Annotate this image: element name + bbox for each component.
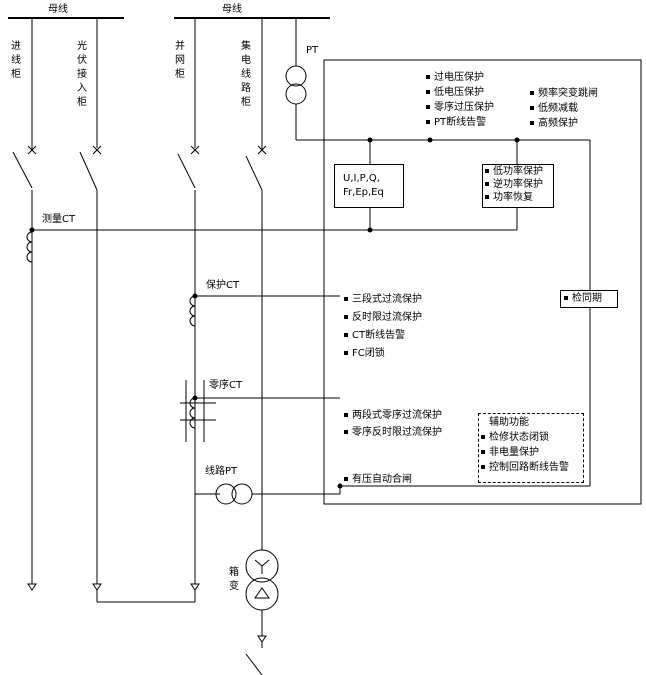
pv-feeder bbox=[79, 18, 102, 602]
busbar-label-left: 母线 bbox=[48, 4, 68, 15]
measurement-line-1: U,I,P,Q, bbox=[343, 173, 380, 184]
voltage-protection-item: 过电压保护 bbox=[426, 72, 494, 84]
collector-cabinet-label: 集电线路柜 bbox=[241, 41, 251, 108]
auxiliary-functions-box: 辅助功能 检修状态闭锁 非电量保护 控制回路断线告警 bbox=[478, 413, 584, 483]
auxiliary-item: 检修状态闭锁 bbox=[481, 432, 569, 444]
frequency-protection-list: 频率突变跳闸 低频减载 高频保护 bbox=[530, 88, 598, 133]
power-protection-list: 低功率保护 逆功率保护 功率恢复 bbox=[485, 166, 543, 205]
grid-cabinet-label: 并网柜 bbox=[175, 41, 185, 80]
protection-device-frame bbox=[323, 59, 642, 505]
incoming-feeder bbox=[12, 18, 37, 591]
zero-ct-symbol bbox=[180, 380, 216, 442]
incoming-cabinet-label: 进线柜 bbox=[11, 41, 21, 80]
zero-sequence-protection-item: 零序反时限过流保护 bbox=[344, 427, 442, 439]
zero-ct-label: 零序CT bbox=[209, 380, 243, 391]
grid-feeder bbox=[97, 18, 200, 603]
current-protection-list: 三段式过流保护 反时限过流保护 CT断线告警 FC闭锁 bbox=[344, 294, 422, 366]
auxiliary-title: 辅助功能 bbox=[489, 417, 529, 428]
line-pt-label: 线路PT bbox=[205, 466, 238, 477]
sync-check-box: 检同期 bbox=[560, 290, 618, 308]
voltage-protection-item: 低电压保护 bbox=[426, 87, 494, 99]
auto-reclose-label: 有压自动合闸 bbox=[344, 474, 412, 486]
box-transformer-symbol bbox=[245, 549, 279, 611]
sync-check-label: 检同期 bbox=[564, 293, 602, 305]
current-protection-item: 三段式过流保护 bbox=[344, 294, 422, 306]
current-protection-item: 反时限过流保护 bbox=[344, 312, 422, 324]
auxiliary-item: 非电量保护 bbox=[481, 447, 569, 459]
frequency-protection-item: 低频减载 bbox=[530, 103, 598, 115]
auxiliary-list: 检修状态闭锁 非电量保护 控制回路断线告警 bbox=[481, 432, 569, 477]
junction-dots bbox=[29, 137, 520, 489]
power-protection-box: 低功率保护 逆功率保护 功率恢复 bbox=[482, 164, 554, 208]
measure-ct-coil bbox=[26, 231, 33, 263]
bus-pt bbox=[285, 18, 590, 141]
frequency-protection-item: 高频保护 bbox=[530, 118, 598, 130]
collector-feeder bbox=[245, 18, 267, 675]
transformer-label: 箱变 bbox=[229, 567, 239, 592]
line-pt-symbol bbox=[195, 483, 590, 505]
pv-cabinet-label: 光伏接入柜 bbox=[77, 41, 87, 108]
measure-ct-label: 测量CT bbox=[42, 214, 76, 225]
pt-label: PT bbox=[306, 45, 319, 56]
current-protection-item: CT断线告警 bbox=[344, 330, 422, 342]
power-protection-item: 逆功率保护 bbox=[485, 179, 543, 191]
protect-ct-label: 保护CT bbox=[206, 280, 240, 291]
busbar-label-right: 母线 bbox=[222, 4, 242, 15]
measurement-line-2: Fr,Ep,Eq bbox=[343, 187, 384, 198]
power-protection-item: 功率恢复 bbox=[485, 192, 543, 204]
voltage-protection-list: 过电压保护 低电压保护 零序过压保护 PT断线告警 bbox=[426, 72, 494, 132]
voltage-protection-item: PT断线告警 bbox=[426, 117, 494, 129]
auxiliary-item: 控制回路断线告警 bbox=[481, 462, 569, 474]
zero-sequence-protection-item: 两段式零序过流保护 bbox=[344, 410, 442, 422]
measurement-box: U,I,P,Q, Fr,Ep,Eq bbox=[334, 164, 404, 208]
power-protection-item: 低功率保护 bbox=[485, 166, 543, 178]
protect-ct-coil bbox=[189, 295, 196, 327]
zero-sequence-protection-list: 两段式零序过流保护 零序反时限过流保护 bbox=[344, 410, 442, 442]
frequency-protection-item: 频率突变跳闸 bbox=[530, 88, 598, 100]
current-protection-item: FC闭锁 bbox=[344, 348, 422, 360]
voltage-protection-item: 零序过压保护 bbox=[426, 102, 494, 114]
